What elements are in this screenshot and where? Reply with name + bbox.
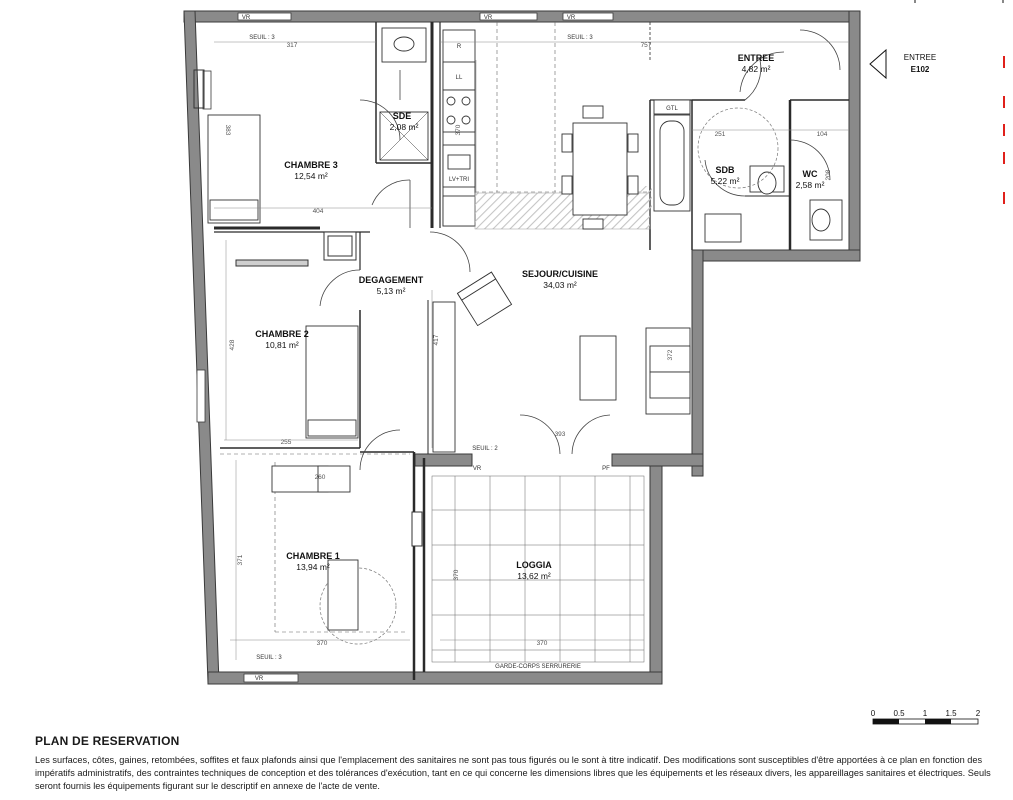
svg-text:VR: VR <box>567 15 576 21</box>
wardrobes <box>235 231 357 267</box>
dim-370-loggia-h: 370 <box>537 640 548 647</box>
dim-317: 317 <box>287 42 298 49</box>
svg-text:R: R <box>457 44 462 50</box>
beds <box>207 114 359 631</box>
plan-title: PLAN DE RESERVATION <box>35 734 180 748</box>
svg-text:SEUIL : 3: SEUIL : 3 <box>256 655 282 661</box>
svg-text:SEUIL : 3: SEUIL : 3 <box>249 35 275 41</box>
dim-372: 372 <box>667 349 674 360</box>
svg-text:PF: PF <box>602 466 610 472</box>
corner-marks <box>914 0 1004 3</box>
room-sdb-area: 5,22 m² <box>711 176 740 186</box>
scale-bar: 0 0.5 1 1.5 2 <box>871 709 981 725</box>
dim-428: 428 <box>229 339 236 350</box>
room-chambre2-name: CHAMBRE 2 <box>255 329 309 339</box>
room-chambre1-area: 13,94 m² <box>296 562 330 572</box>
svg-text:LL: LL <box>456 75 463 81</box>
living-furniture <box>432 271 691 453</box>
room-entree-name: ENTREE <box>738 53 775 63</box>
dim-370-kitchen: 370 <box>455 124 462 135</box>
scale-tick-4: 2 <box>976 709 981 718</box>
scale-tick-0: 0 <box>871 709 876 718</box>
room-entree-area: 4,82 m² <box>742 64 771 74</box>
scale-tick-2: 1 <box>923 709 928 718</box>
dim-370-loggia-v: 370 <box>453 569 460 580</box>
window-labels: VR VR VR VR VR PF SEUIL : 3 SEUIL : 3 SE… <box>242 15 610 682</box>
accent-mark <box>1003 152 1005 164</box>
duct-hatch <box>640 186 652 212</box>
dim-757: 757 <box>641 42 652 49</box>
door-swings <box>319 29 841 471</box>
kitchen-counter <box>442 29 476 227</box>
dim-251: 251 <box>715 131 726 138</box>
svg-text:LV+TRI: LV+TRI <box>449 177 469 183</box>
room-chambre3-name: CHAMBRE 3 <box>284 160 338 170</box>
room-chambre1-name: CHAMBRE 1 <box>286 551 340 561</box>
dim-104: 104 <box>817 131 828 138</box>
svg-text:VR: VR <box>242 15 251 21</box>
accent-mark <box>1003 192 1005 204</box>
svg-text:GTL: GTL <box>666 106 678 112</box>
interior-walls <box>214 22 849 680</box>
accent-mark <box>1003 96 1005 108</box>
room-sde-name: SDE <box>393 111 412 121</box>
room-wc-name: WC <box>803 169 818 179</box>
scale-tick-1: 0.5 <box>893 709 905 718</box>
bath-fixtures <box>379 27 843 243</box>
room-degagement-area: 5,13 m² <box>377 286 406 296</box>
room-loggia-name: LOGGIA <box>516 560 552 570</box>
dim-255: 255 <box>281 439 292 446</box>
room-labels: CHAMBRE 3 12,54 m² SDE 2,08 m² ENTREE 4,… <box>255 53 824 581</box>
dim-370-ch1: 370 <box>317 640 328 647</box>
sliding-doors <box>193 69 423 547</box>
loggia-railing: GARDE-CORPS SERRURERIE <box>495 664 581 670</box>
room-sde-area: 2,08 m² <box>390 122 419 132</box>
windows-top <box>196 12 614 683</box>
dim-404: 404 <box>313 208 324 215</box>
entrance-code: E102 <box>911 65 930 74</box>
svg-text:SEUIL : 3: SEUIL : 3 <box>567 35 593 41</box>
svg-text:VR: VR <box>255 676 264 682</box>
svg-text:VR: VR <box>473 466 482 472</box>
entrance-label: ENTREE <box>904 53 936 62</box>
dim-260: 260 <box>315 474 326 481</box>
turning-circles <box>319 107 779 645</box>
plan-disclaimer: Les surfaces, côtes, gaines, retombées, … <box>35 755 991 791</box>
dim-417: 417 <box>433 334 440 345</box>
accent-mark <box>1003 56 1005 68</box>
room-sejour-area: 34,03 m² <box>543 280 577 290</box>
room-sdb-name: SDB <box>715 165 735 175</box>
entrance-arrow-icon <box>869 48 887 80</box>
scale-tick-3: 1.5 <box>945 709 957 718</box>
room-loggia-area: 13,62 m² <box>517 571 551 581</box>
dim-383: 383 <box>224 125 231 136</box>
dimension-values: 317 757 404 383 370 251 104 208 428 417 … <box>224 42 832 647</box>
accent-mark <box>1003 124 1005 136</box>
entrance-marker: ENTREE E102 <box>869 48 936 80</box>
gtl-label-group: GTL <box>666 106 678 112</box>
room-chambre2-area: 10,81 m² <box>265 340 299 350</box>
dim-208: 208 <box>825 169 832 180</box>
loggia-grid <box>431 475 645 663</box>
kitchen-labels: R LL LV+TRI <box>449 44 469 183</box>
room-degagement-name: DEGAGEMENT <box>359 275 424 285</box>
room-wc-area: 2,58 m² <box>796 180 825 190</box>
dining-table <box>561 105 639 230</box>
svg-text:GARDE-CORPS SERRURERIE: GARDE-CORPS SERRURERIE <box>495 664 581 670</box>
dim-393: 393 <box>555 431 566 438</box>
room-chambre3-area: 12,54 m² <box>294 171 328 181</box>
room-sejour-name: SEJOUR/CUISINE <box>522 269 598 279</box>
dim-371: 371 <box>237 554 244 565</box>
dimension-lines <box>214 41 849 660</box>
svg-text:SEUIL : 2: SEUIL : 2 <box>472 446 498 452</box>
svg-text:VR: VR <box>484 15 493 21</box>
